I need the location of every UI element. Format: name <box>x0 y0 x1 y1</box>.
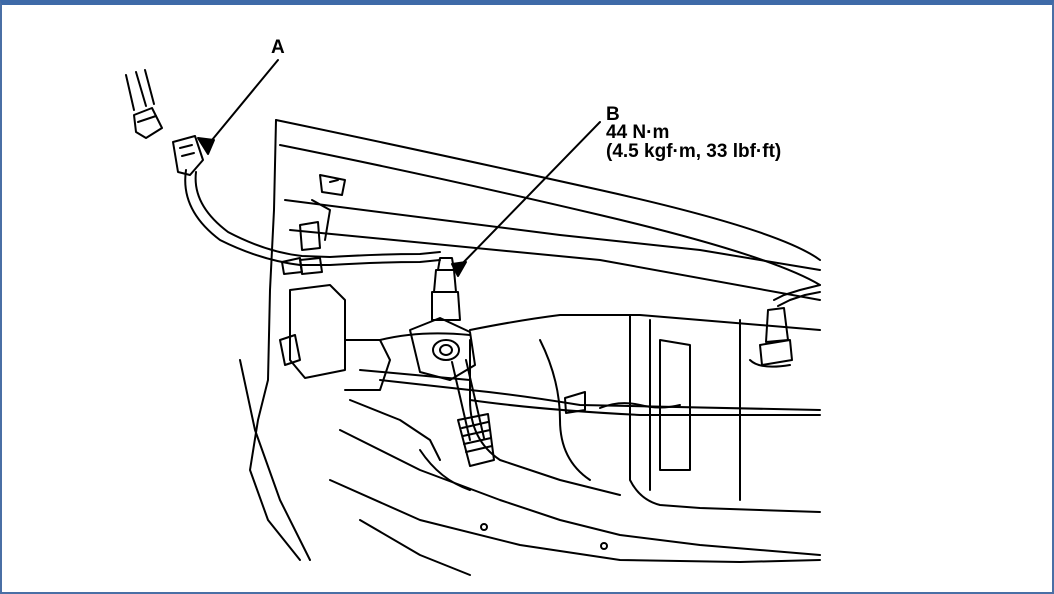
sensor-harness-a <box>172 135 441 275</box>
secondary-sensor <box>749 284 821 368</box>
callout-label-b: B <box>606 104 620 125</box>
leader-line-b <box>457 121 601 269</box>
resonator-bracket <box>279 284 441 461</box>
sensor-flange <box>409 257 476 381</box>
leader-arrow-b <box>451 261 467 277</box>
catalytic-converter <box>359 314 821 513</box>
body-panel <box>239 119 821 561</box>
torque-spec-nm: 44 N·m <box>606 122 670 143</box>
torque-spec-alt: (4.5 kgf·m, 33 lbf·ft) <box>606 141 782 162</box>
callout-label-a: A <box>271 37 285 58</box>
leader-line-a <box>211 59 279 141</box>
sensor-socket-tool <box>451 359 495 467</box>
leader-arrow-a <box>197 137 215 155</box>
floor-frame <box>329 429 821 576</box>
harness-connector <box>125 69 163 139</box>
